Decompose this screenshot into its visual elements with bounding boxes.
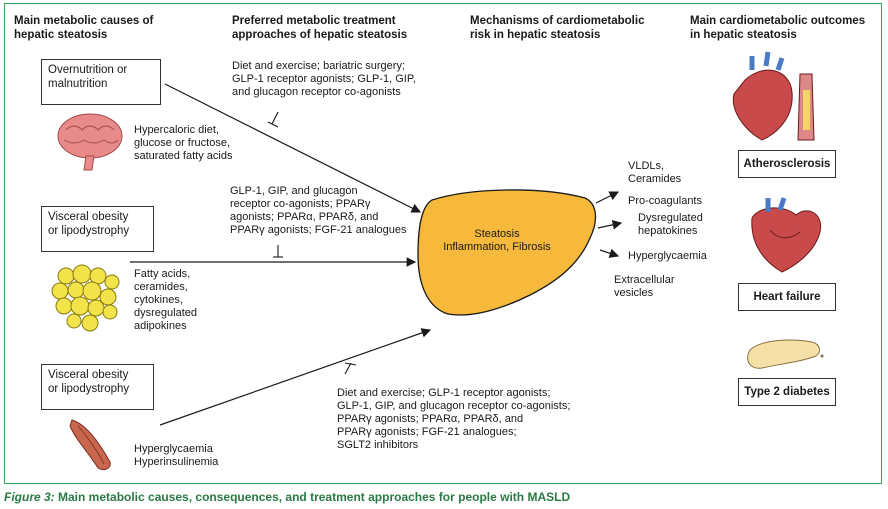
caption-figure-label: Figure 3: bbox=[4, 490, 55, 504]
caption-text: Main metabolic causes, consequences, and… bbox=[54, 490, 571, 504]
mechanism-hepatokines: Dysregulated hepatokines bbox=[638, 212, 703, 237]
arrow-hepatokines bbox=[597, 220, 623, 230]
liver-icon bbox=[417, 189, 597, 316]
cause-detail-visceral-obesity-2: Hyperglycaemia Hyperinsulinemia bbox=[134, 443, 219, 468]
pancreas-icon bbox=[747, 339, 824, 369]
figure-caption: Figure 3: Main metabolic causes, consequ… bbox=[4, 490, 570, 504]
inhibit-mark-1 bbox=[267, 111, 279, 128]
mechanism-vldl: VLDLs, Ceramides bbox=[628, 160, 682, 185]
cause-box-overnutrition: Overnutrition or malnutrition bbox=[41, 59, 161, 105]
mechanism-vesicles: Extracellular vesicles bbox=[614, 274, 675, 299]
arrow-hyperglycaemia bbox=[599, 248, 620, 258]
treatment-2: GLP-1, GIP, and glucagon receptor co-ago… bbox=[230, 185, 407, 236]
arrow-vldl bbox=[595, 191, 620, 204]
heart-icon bbox=[751, 197, 822, 273]
outcome-heart-failure: Heart failure bbox=[738, 283, 836, 311]
cause-detail-overnutrition: Hypercaloric diet, glucose or fructose, … bbox=[134, 124, 233, 162]
inhibit-mark-3 bbox=[344, 362, 357, 375]
cause-detail-visceral-obesity-1: Fatty acids, ceramides, cytokines, dysre… bbox=[134, 268, 197, 332]
mechanism-hyperglycaemia: Hyperglycaemia bbox=[628, 250, 707, 262]
header-causes: Main metabolic causes of hepatic steatos… bbox=[14, 15, 154, 41]
outcome-type2-diabetes: Type 2 diabetes bbox=[738, 378, 836, 406]
brain-icon bbox=[57, 113, 123, 171]
inhibit-mark-2 bbox=[273, 245, 283, 258]
treatment-1: Diet and exercise; bariatric surgery; GL… bbox=[232, 60, 416, 98]
liver-label: Steatosis Inflammation, Fibrosis bbox=[443, 228, 551, 253]
header-treatments: Preferred metabolic treatment approaches… bbox=[232, 15, 408, 41]
cause-box-visceral-obesity-1: Visceral obesity or lipodystrophy bbox=[41, 206, 154, 252]
cause-box-visceral-obesity-2: Visceral obesity or lipodystrophy bbox=[41, 364, 154, 410]
figure-frame bbox=[4, 3, 882, 484]
artery-heart-icon bbox=[732, 51, 815, 141]
header-outcomes: Main cardiometabolic outcomes in hepatic… bbox=[690, 15, 866, 41]
arrow-cause3-liver bbox=[159, 328, 432, 426]
outcome-atherosclerosis: Atherosclerosis bbox=[738, 150, 836, 178]
muscle-icon bbox=[69, 419, 111, 471]
arrow-cause1-liver bbox=[164, 83, 422, 213]
treatment-3: Diet and exercise; GLP-1 receptor agonis… bbox=[337, 387, 571, 451]
adipocytes-icon bbox=[51, 264, 120, 332]
header-mechanisms: Mechanisms of cardiometabolic risk in he… bbox=[470, 15, 645, 41]
mechanism-procoagulants: Pro-coagulants bbox=[628, 195, 702, 207]
